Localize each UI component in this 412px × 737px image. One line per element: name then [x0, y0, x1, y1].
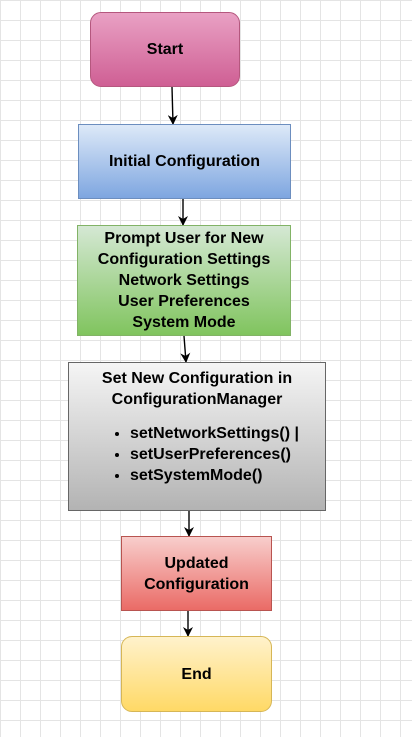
prompt-line-2: Configuration Settings — [97, 251, 271, 268]
start-label: Start — [146, 41, 184, 58]
edge-start-to-initial — [167, 86, 178, 125]
method-list: setNetworkSettings() | setUserPreference… — [112, 423, 299, 486]
set-title-line-2: ConfigurationManager — [111, 391, 283, 408]
set-configuration-node[interactable]: Set New Configuration in ConfigurationMa… — [68, 362, 326, 511]
prompt-line-1: Prompt User for New — [104, 230, 264, 247]
initial-configuration-label: Initial Configuration — [108, 153, 261, 170]
updated-line-1: Updated — [164, 554, 229, 572]
set-title-line-1: Set New Configuration in — [101, 370, 293, 387]
edge-prompt-to-set — [180, 335, 191, 363]
end-node[interactable]: End — [121, 636, 272, 712]
prompt-user-node[interactable]: Prompt User for New Configuration Settin… — [77, 225, 291, 336]
prompt-line-5: System Mode — [132, 314, 236, 331]
end-label: End — [181, 665, 212, 683]
updated-configuration-node[interactable]: Updated Configuration — [121, 536, 272, 611]
prompt-line-4: User Preferences — [118, 293, 250, 310]
start-node[interactable]: Start — [90, 12, 240, 87]
initial-configuration-node[interactable]: Initial Configuration — [78, 124, 291, 199]
method-item: setNetworkSettings() | — [130, 423, 299, 444]
method-item: setUserPreferences() — [130, 444, 299, 465]
prompt-line-3: Network Settings — [118, 272, 250, 289]
updated-line-2: Configuration — [144, 575, 249, 593]
method-item: setSystemMode() — [130, 465, 299, 486]
